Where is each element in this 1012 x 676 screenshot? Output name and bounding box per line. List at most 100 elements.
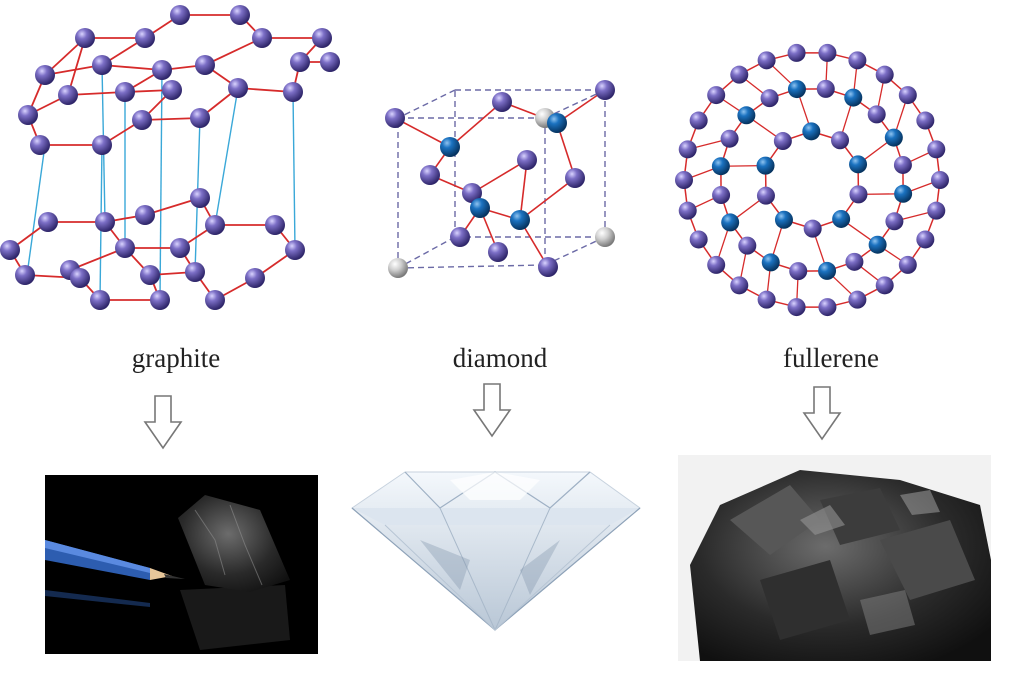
atom bbox=[875, 65, 894, 84]
atom bbox=[849, 155, 868, 174]
fullerene-photo bbox=[678, 455, 991, 661]
atom bbox=[488, 242, 508, 262]
atom bbox=[756, 156, 775, 175]
atom bbox=[816, 79, 835, 98]
atom bbox=[774, 210, 793, 229]
atom bbox=[205, 290, 225, 310]
atom bbox=[730, 65, 749, 84]
diamond-structure-diagram bbox=[385, 80, 615, 278]
bond-line bbox=[449, 101, 503, 148]
atom bbox=[789, 262, 808, 281]
atom bbox=[875, 276, 894, 295]
graphite-structure-diagram bbox=[0, 5, 340, 310]
atom bbox=[170, 5, 190, 25]
diamond-photo bbox=[351, 471, 641, 632]
atom bbox=[140, 265, 160, 285]
atom bbox=[565, 168, 585, 188]
atom bbox=[832, 209, 851, 228]
atom bbox=[730, 276, 749, 295]
down-arrow-icon bbox=[143, 395, 183, 450]
atom bbox=[190, 188, 210, 208]
atom bbox=[470, 198, 490, 218]
atom bbox=[787, 80, 806, 99]
atom bbox=[285, 240, 305, 260]
atom bbox=[92, 135, 112, 155]
atom bbox=[30, 135, 50, 155]
atom bbox=[135, 205, 155, 225]
atom bbox=[492, 92, 512, 112]
atom bbox=[450, 227, 470, 247]
atom bbox=[245, 268, 265, 288]
atom bbox=[510, 210, 530, 230]
atom bbox=[162, 80, 182, 100]
bond-line bbox=[159, 69, 163, 301]
bond-line bbox=[471, 159, 528, 194]
atom bbox=[385, 108, 405, 128]
fullerene-structure-diagram bbox=[675, 43, 949, 317]
bond-line bbox=[204, 37, 263, 66]
atom bbox=[848, 51, 867, 70]
atom bbox=[845, 252, 864, 271]
bond-line bbox=[292, 91, 296, 251]
atom bbox=[230, 5, 250, 25]
atom bbox=[283, 82, 303, 102]
bond-line bbox=[394, 117, 451, 148]
atom bbox=[92, 55, 112, 75]
atom bbox=[252, 28, 272, 48]
atom bbox=[927, 201, 946, 220]
atom bbox=[170, 238, 190, 258]
atom bbox=[38, 212, 58, 232]
atom bbox=[595, 80, 615, 100]
atom bbox=[440, 137, 460, 157]
atom bbox=[689, 230, 708, 249]
atom bbox=[675, 171, 693, 189]
atom bbox=[818, 261, 837, 280]
atom bbox=[420, 165, 440, 185]
fullerene-label: fullerene bbox=[783, 343, 879, 373]
diamond-label: diamond bbox=[452, 343, 548, 373]
bond-line bbox=[519, 177, 576, 221]
graphite-photo bbox=[45, 475, 318, 654]
atom bbox=[757, 51, 776, 70]
atom bbox=[70, 268, 90, 288]
down-arrow-icon bbox=[472, 383, 512, 438]
atom bbox=[707, 255, 726, 274]
atom bbox=[185, 262, 205, 282]
atom bbox=[916, 111, 935, 130]
atom bbox=[678, 201, 697, 220]
atom bbox=[884, 128, 903, 147]
atom bbox=[844, 88, 863, 107]
atom bbox=[757, 290, 776, 309]
atom bbox=[18, 105, 38, 125]
atom bbox=[707, 86, 726, 105]
atom bbox=[916, 230, 935, 249]
atom bbox=[738, 236, 757, 255]
atom bbox=[893, 155, 912, 174]
atom bbox=[678, 140, 697, 159]
atom bbox=[58, 85, 78, 105]
atom bbox=[152, 60, 172, 80]
atom bbox=[756, 186, 775, 205]
atom bbox=[132, 110, 152, 130]
atom bbox=[712, 186, 731, 205]
atom bbox=[150, 290, 170, 310]
atom bbox=[205, 215, 225, 235]
atom bbox=[867, 105, 886, 124]
atom bbox=[517, 150, 537, 170]
atom bbox=[894, 184, 913, 203]
atom bbox=[115, 238, 135, 258]
atom bbox=[689, 111, 708, 130]
atom bbox=[868, 235, 887, 254]
atom bbox=[787, 43, 806, 62]
atom bbox=[848, 290, 867, 309]
atom bbox=[803, 219, 822, 238]
atom bbox=[802, 122, 821, 141]
atom bbox=[312, 28, 332, 48]
atom bbox=[831, 131, 850, 150]
atom bbox=[761, 253, 780, 272]
atom bbox=[885, 212, 904, 231]
atom bbox=[35, 65, 55, 85]
atom bbox=[595, 227, 615, 247]
atom bbox=[898, 86, 917, 105]
